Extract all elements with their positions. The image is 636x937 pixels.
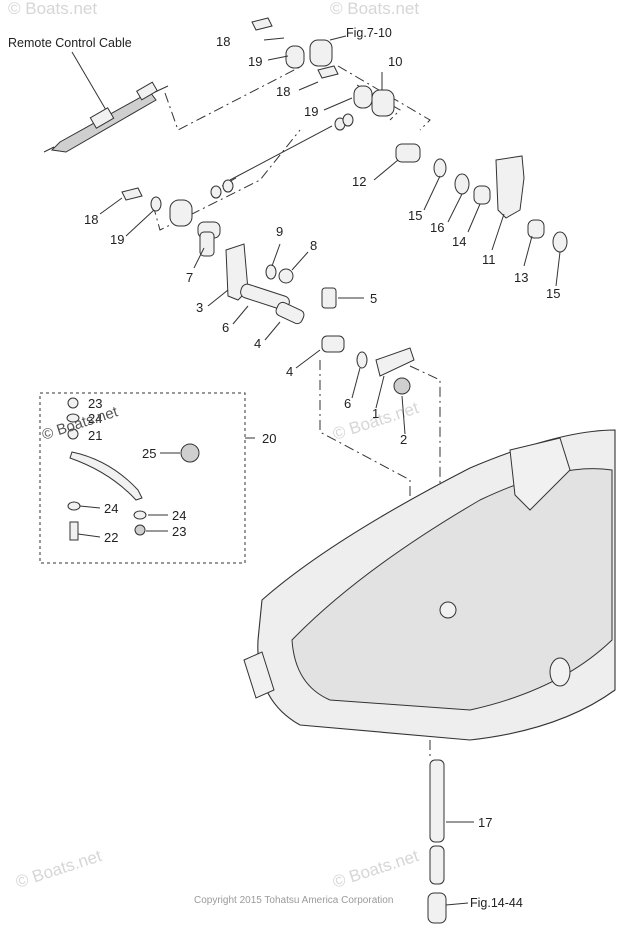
remote-control-cable: Remote Control Cable	[8, 36, 169, 153]
callout-19: 19	[110, 232, 124, 247]
callout-14: 14	[452, 234, 466, 249]
callout-21: 21	[88, 428, 102, 443]
callout-6: 6	[222, 320, 229, 335]
clip-18c	[121, 187, 143, 201]
cowl-boss	[509, 437, 571, 511]
callout-5: 5	[370, 291, 377, 306]
callout-9: 9	[276, 224, 283, 239]
leader-lines	[77, 35, 561, 906]
rod-end-left	[169, 199, 193, 227]
clip-18b	[317, 65, 339, 79]
callout-4: 4	[254, 336, 261, 351]
nut-25	[180, 443, 200, 463]
remote-control-cable-label: Remote Control Cable	[8, 36, 132, 50]
callout-16: 16	[430, 220, 444, 235]
callout-18: 18	[216, 34, 230, 49]
callout-11: 11	[482, 252, 496, 267]
callout-18: 18	[276, 84, 290, 99]
callout-2: 2	[400, 432, 407, 447]
watermark-overlay: © Boats.net	[40, 403, 121, 444]
callout-24: 24	[104, 501, 118, 516]
callout-10: 10	[388, 54, 402, 69]
watermark-top-center: © Boats.net	[330, 0, 419, 18]
plate-1	[375, 347, 415, 377]
callout-23: 23	[172, 524, 186, 539]
throttle-lever-group	[395, 143, 568, 253]
callout-6: 6	[344, 396, 351, 411]
callout-15: 15	[408, 208, 422, 223]
callouts: 18 19 Fig.7-10 10 18 19 12 15 16 14 11 1…	[40, 26, 560, 910]
callout-18: 18	[84, 212, 98, 227]
callout-24: 24	[88, 411, 102, 426]
copyright-notice: Copyright 2015 Tohatsu America Corporati…	[194, 895, 393, 906]
callout-25: 25	[142, 446, 156, 461]
callout-8: 8	[310, 238, 317, 253]
watermark-top-left: © Boats.net	[8, 0, 97, 18]
callout-7: 7	[186, 270, 193, 285]
callout-13: 13	[514, 270, 528, 285]
watermark-bottom-right: © Boats.net	[330, 846, 421, 892]
bolt-5	[321, 287, 337, 309]
link-rod-21	[69, 451, 143, 501]
callout-15: 15	[546, 286, 560, 301]
collar-12	[395, 143, 421, 163]
nut-2	[393, 377, 411, 395]
callout-17: 17	[478, 815, 492, 830]
lever-11	[495, 155, 525, 219]
callout-1: 1	[372, 406, 379, 421]
rod-end-10	[371, 89, 395, 117]
callout-24: 24	[172, 508, 186, 523]
parts-set-20	[39, 392, 255, 564]
callout-23: 23	[88, 396, 102, 411]
callout-19: 19	[248, 54, 262, 69]
clip-18a	[251, 17, 273, 31]
fig-14-44-reference: Fig.14-44	[470, 896, 523, 910]
callout-20: 20	[262, 431, 276, 446]
watermark-bottom-left: © Boats.net	[13, 846, 104, 892]
joint-4b	[321, 335, 345, 353]
callout-3: 3	[196, 300, 203, 315]
callout-12: 12	[352, 174, 366, 189]
callout-22: 22	[104, 530, 118, 545]
callout-19: 19	[304, 104, 318, 119]
rod-end-fig7-10	[309, 39, 333, 67]
callout-4: 4	[286, 364, 293, 379]
upper-link-rod-group	[121, 17, 395, 239]
bolt-22	[69, 521, 79, 541]
fig-7-10-reference: Fig.7-10	[346, 26, 392, 40]
joint-4a	[275, 301, 305, 325]
pivot-bushing-19b	[353, 85, 373, 109]
rod-17	[427, 759, 447, 924]
center-linkage-group	[199, 231, 415, 395]
pivot-bushing-19a	[285, 45, 305, 69]
rod-17-end-fig14-44	[427, 892, 447, 924]
bottom-cowl	[243, 429, 616, 741]
